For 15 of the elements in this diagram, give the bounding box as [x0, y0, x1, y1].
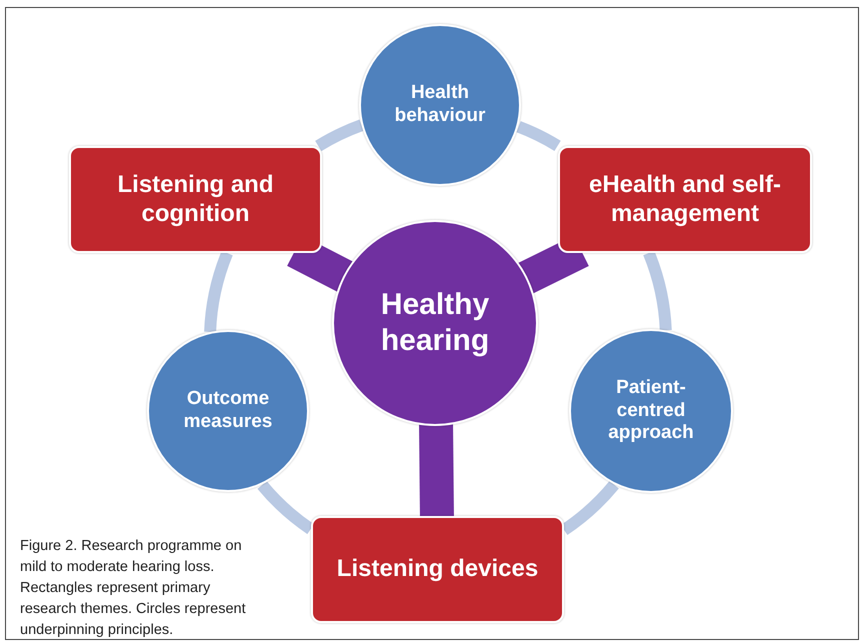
theme-box	[69, 146, 322, 253]
node-label: Patient-centred approach	[607, 376, 695, 446]
ring-connector	[204, 251, 233, 332]
figure-caption: Figure 2. Research programme on mild to moderate hearing loss. Rectangles represent primary research themes. Circles represent underpinning principles.	[20, 537, 247, 640]
node-label: Healthy hearing	[380, 287, 490, 359]
node-label: Listening devices	[336, 555, 540, 584]
node-label: eHealth and self-management	[588, 170, 782, 228]
theme-box	[311, 516, 564, 623]
ring-connector	[315, 120, 364, 152]
node-label: Health behaviour	[394, 82, 486, 128]
ring-connector	[516, 121, 561, 152]
theme-box	[558, 146, 812, 253]
node-label: Outcome measures	[182, 388, 274, 434]
ring-connector	[643, 250, 672, 331]
node-label: Listening and cognition	[116, 170, 274, 228]
